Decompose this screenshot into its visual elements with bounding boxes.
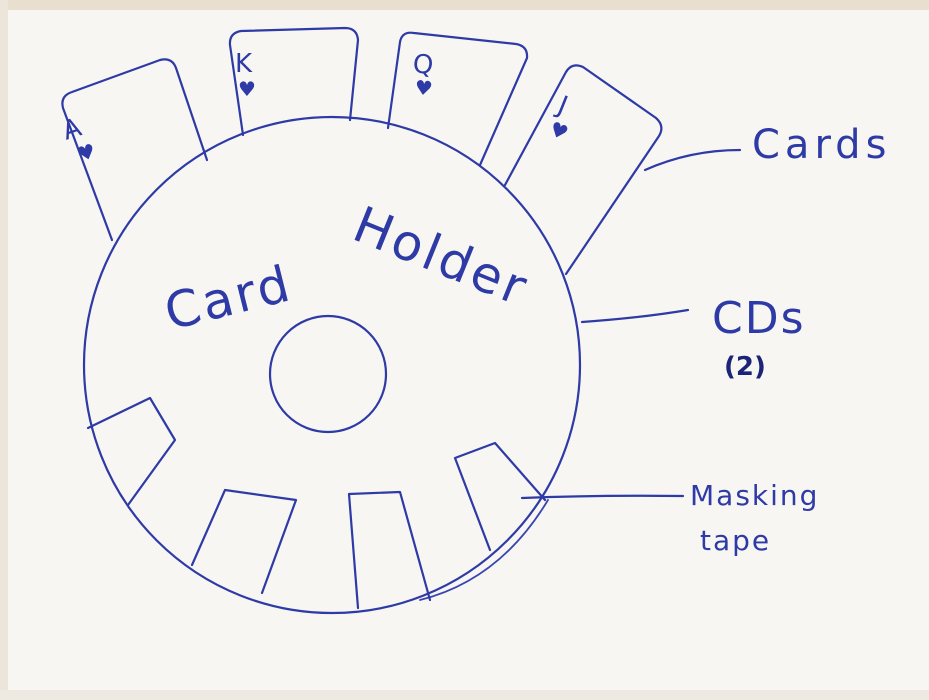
cds-leader-line bbox=[580, 308, 690, 324]
masking-tape-piece-1 bbox=[86, 396, 177, 507]
card-king-suit: ♥ bbox=[238, 77, 256, 101]
masking-tape-label-line1: Masking bbox=[690, 479, 819, 512]
card-queen-rank: Q bbox=[411, 49, 434, 81]
paper-top-edge bbox=[0, 0, 929, 10]
card-queen: Q ♥ bbox=[386, 31, 529, 167]
cd-second-disc-edge bbox=[419, 499, 549, 601]
cards-leader-line bbox=[643, 148, 742, 172]
paper-left-edge bbox=[0, 0, 8, 700]
cards-label: Cards bbox=[752, 122, 891, 168]
cd-disc-outline bbox=[82, 115, 582, 615]
cds-count-label: (2) bbox=[724, 352, 766, 382]
card-king: K ♥ bbox=[228, 26, 360, 137]
card-king-rank: K bbox=[235, 49, 253, 79]
card-jack-outline bbox=[503, 64, 663, 276]
card-ace-outline bbox=[61, 58, 209, 242]
masking-tape-leader-line bbox=[520, 494, 685, 500]
card-king-outline bbox=[228, 26, 360, 137]
paper-bottom-edge bbox=[0, 690, 929, 700]
masking-tape-label-line2: tape bbox=[700, 524, 771, 557]
masking-tape-piece-3 bbox=[347, 490, 432, 610]
masking-tape-piece-4 bbox=[453, 441, 547, 552]
masking-tape-piece-2 bbox=[190, 488, 298, 595]
cds-label: CDs bbox=[712, 293, 806, 344]
cd-center-hole bbox=[268, 314, 388, 434]
card-queen-outline bbox=[386, 31, 529, 167]
card-queen-suit: ♥ bbox=[413, 75, 433, 101]
